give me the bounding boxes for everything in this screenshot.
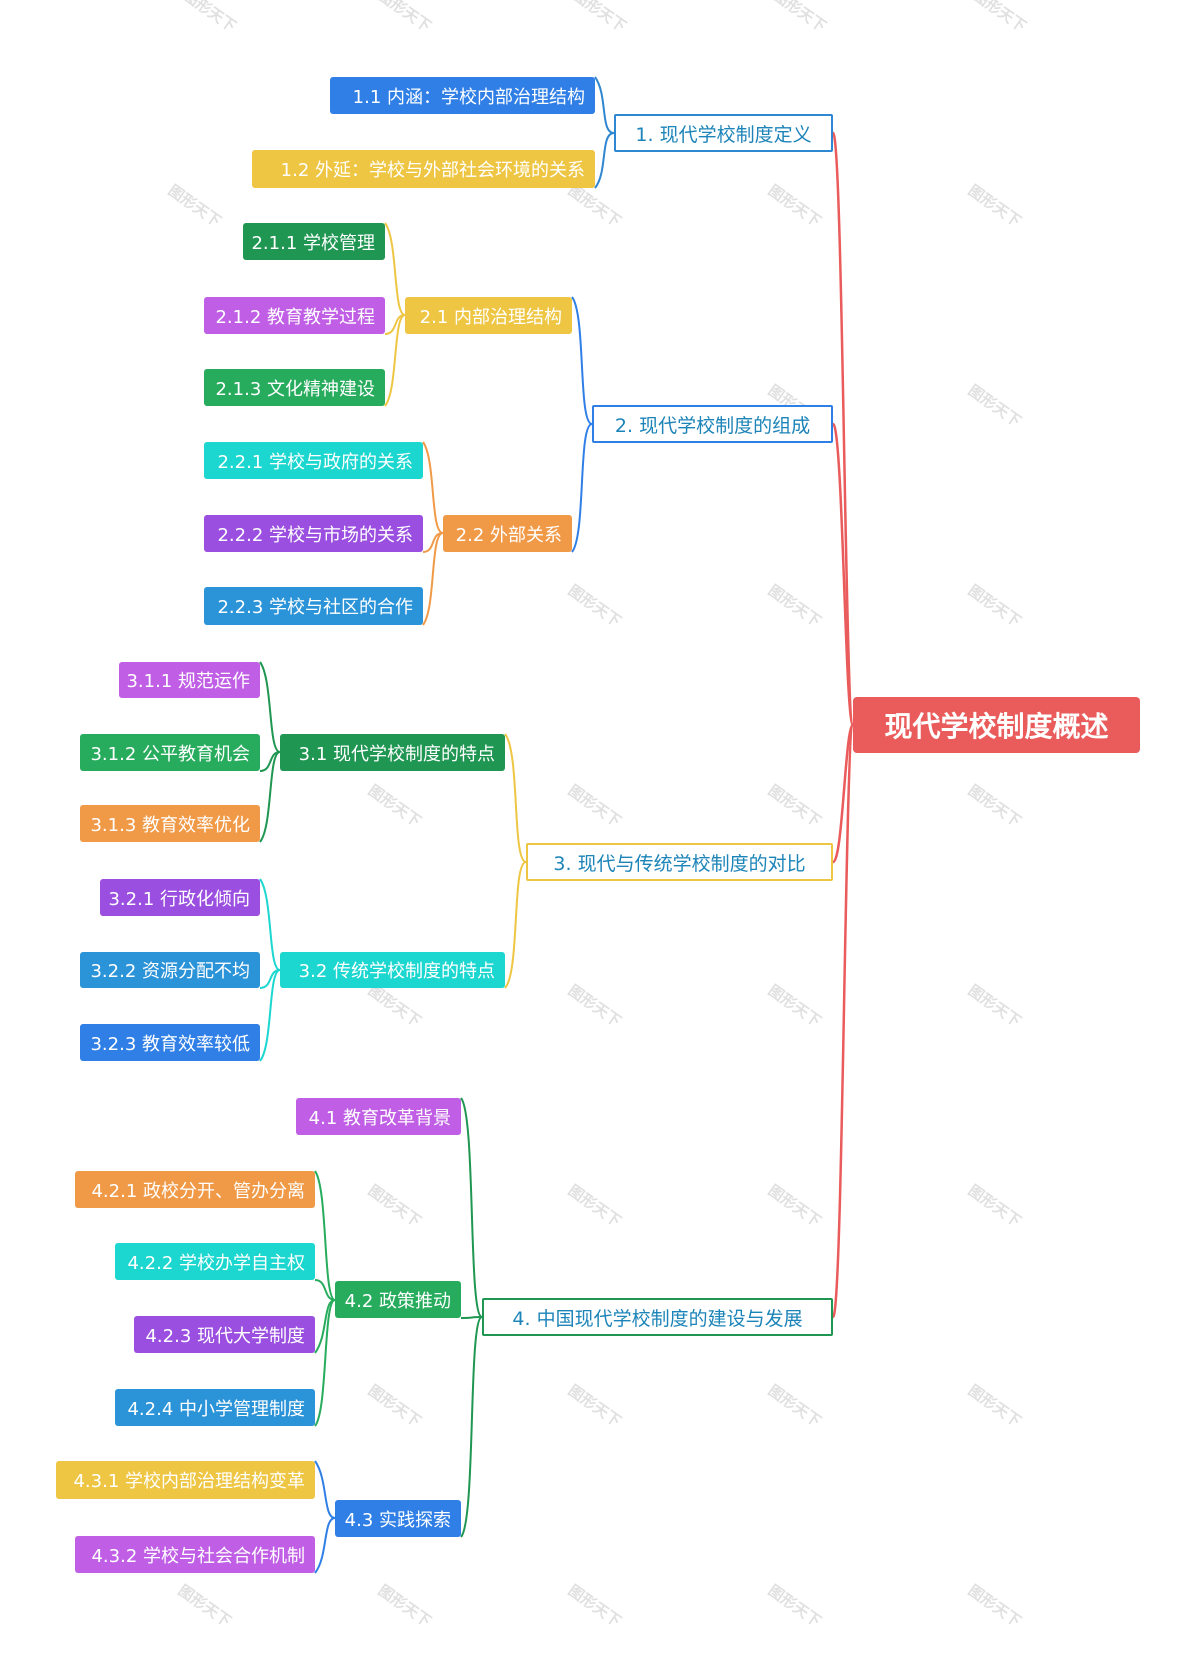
topic-node-4-3-1[interactable]: 4.3.1 学校内部治理结构变革	[56, 1461, 315, 1499]
topic-node-4-2-2[interactable]: 4.2.2 学校办学自主权	[115, 1243, 315, 1280]
topic-node-3-2-3[interactable]: 3.2.3 教育效率较低	[80, 1024, 260, 1061]
topic-node-2-2[interactable]: 2.2 外部关系	[443, 515, 572, 552]
topic-node-3-1[interactable]: 3.1 现代学校制度的特点	[280, 734, 505, 771]
topic-node-3-2-2[interactable]: 3.2.2 资源分配不均	[80, 952, 260, 988]
topic-node-4-2-4[interactable]: 4.2.4 中小学管理制度	[115, 1389, 315, 1426]
topic-node-2-1[interactable]: 2.1 内部治理结构	[405, 297, 572, 334]
topic-node-3-2-1[interactable]: 3.2.1 行政化倾向	[100, 879, 260, 916]
branch-node-1[interactable]: 1. 现代学校制度定义	[614, 114, 833, 152]
topic-node-4-2-1[interactable]: 4.2.1 政校分开、管办分离	[75, 1171, 315, 1208]
topic-node-2-2-1[interactable]: 2.2.1 学校与政府的关系	[204, 442, 423, 479]
topic-node-4-3-2[interactable]: 4.3.2 学校与社会合作机制	[75, 1536, 315, 1573]
topic-node-4-2-3[interactable]: 4.2.3 现代大学制度	[134, 1316, 315, 1353]
topic-node-2-2-3[interactable]: 2.2.3 学校与社区的合作	[204, 587, 423, 625]
topic-node-4-3[interactable]: 4.3 实践探索	[335, 1500, 461, 1537]
topic-node-2-1-1[interactable]: 2.1.1 学校管理	[243, 223, 385, 260]
topic-node-4-2[interactable]: 4.2 政策推动	[335, 1281, 461, 1318]
topic-node-3-1-2[interactable]: 3.1.2 公平教育机会	[80, 734, 260, 771]
root-node[interactable]: 现代学校制度概述	[853, 697, 1140, 753]
branch-node-3[interactable]: 3. 现代与传统学校制度的对比	[526, 843, 833, 881]
branch-node-4[interactable]: 4. 中国现代学校制度的建设与发展	[482, 1298, 833, 1336]
topic-node-3-1-3[interactable]: 3.1.3 教育效率优化	[80, 805, 260, 842]
topic-node-3-1-1[interactable]: 3.1.1 规范运作	[119, 662, 260, 698]
topic-node-3-2[interactable]: 3.2 传统学校制度的特点	[280, 952, 505, 988]
topic-node-4-1[interactable]: 4.1 教育改革背景	[296, 1098, 461, 1135]
topic-node-1-2[interactable]: 1.2 外延：学校与外部社会环境的关系	[252, 150, 595, 188]
topic-node-2-1-2[interactable]: 2.1.2 教育教学过程	[204, 297, 385, 334]
topic-node-2-2-2[interactable]: 2.2.2 学校与市场的关系	[204, 515, 423, 552]
topic-node-2-1-3[interactable]: 2.1.3 文化精神建设	[204, 369, 385, 406]
topic-node-1-1[interactable]: 1.1 内涵：学校内部治理结构	[330, 77, 595, 114]
branch-node-2[interactable]: 2. 现代学校制度的组成	[592, 405, 833, 443]
